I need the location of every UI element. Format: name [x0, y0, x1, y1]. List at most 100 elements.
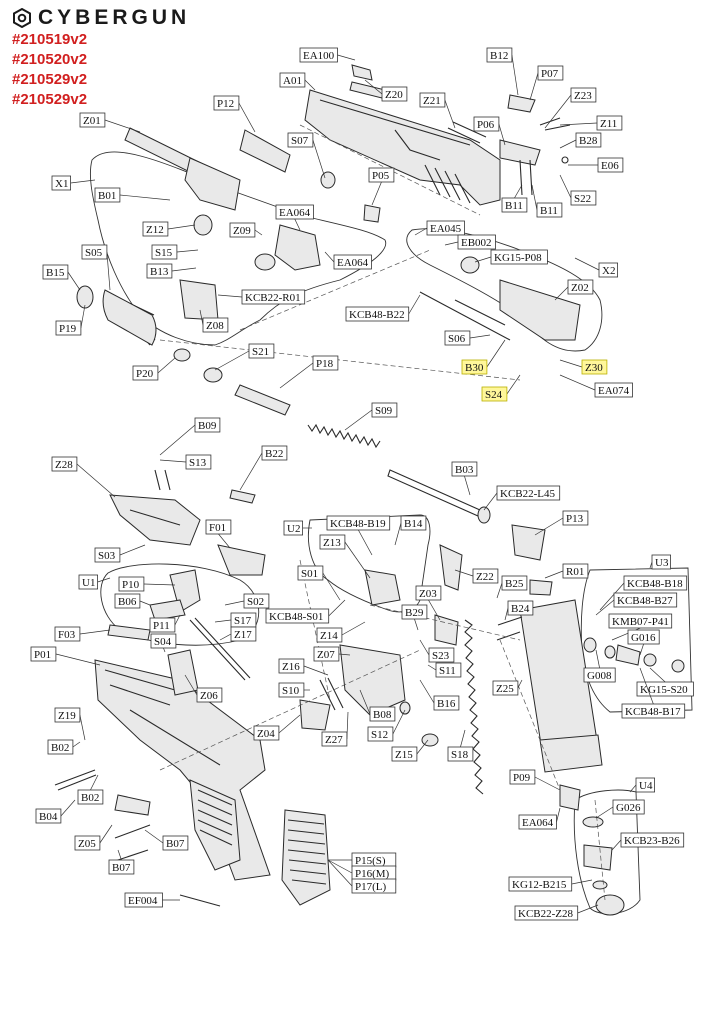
part-code-text: Z20 [385, 89, 403, 101]
leader-line [184, 674, 198, 696]
part-label: B14 [394, 515, 427, 546]
leader-line [496, 582, 503, 599]
leader-line [278, 714, 301, 734]
leader-line [217, 294, 243, 298]
leader-line [359, 689, 371, 715]
leader-line [167, 224, 196, 230]
part-code-text: P16(M) [355, 868, 390, 880]
part-code-text: Z28 [55, 459, 73, 471]
leader-line [79, 629, 111, 635]
part-code-text: S21 [252, 346, 269, 358]
leader-line [341, 621, 366, 636]
part-label: KCB22-R01 [217, 289, 306, 305]
part-code-text: EA100 [303, 50, 335, 62]
part-code-text: Z03 [419, 588, 437, 600]
part-code-text: G016 [631, 632, 656, 644]
part-code-text: Z12 [146, 224, 164, 236]
leader-line [531, 184, 538, 211]
part-code-text: S24 [485, 389, 503, 401]
part-code-text: X1 [55, 178, 68, 190]
part-code-text: Z15 [395, 749, 413, 761]
part-label: Z23 [544, 87, 597, 129]
part-label: KCB48-B27 [595, 592, 678, 616]
leader-line [364, 79, 383, 95]
part-code-text: B01 [98, 190, 116, 202]
leader-line [464, 475, 471, 496]
leader-line [504, 607, 509, 621]
part-label: KG15-S20 [636, 667, 694, 697]
part-code-text: Z16 [282, 661, 300, 673]
part-label: Z03 [415, 585, 442, 621]
part-label: S02 [224, 593, 270, 609]
blowback-unit-part [299, 544, 463, 747]
part-code-text: S12 [371, 729, 388, 741]
part-label: Z28 [51, 456, 116, 498]
assembly-lines [159, 124, 606, 901]
leader-line [119, 544, 146, 556]
part-label: Z17 [219, 626, 257, 642]
part-label: EB002 [444, 234, 496, 250]
part-code-text: KCB22-L45 [500, 488, 556, 500]
part-code-text: S02 [247, 596, 264, 608]
outer-barrel-part [124, 127, 241, 211]
leader-line [254, 229, 263, 236]
part-label: EA064 [275, 204, 314, 231]
part-label: EA045 [414, 220, 465, 236]
leader-line [649, 667, 666, 683]
part-label: Z22 [454, 568, 499, 584]
part-label: B22 [239, 445, 288, 491]
leader-line [214, 619, 232, 623]
leader-line [338, 653, 351, 656]
part-code-text: EB002 [461, 237, 492, 249]
part-code-text: E06 [601, 160, 619, 172]
leader-line [595, 806, 614, 819]
part-label: Z27 [321, 711, 349, 747]
part-label: P01 [30, 646, 101, 666]
part-label: EA064 [324, 251, 372, 270]
part-code-text: KG15-S20 [640, 684, 688, 696]
part-code-text: KCB48-B19 [330, 518, 386, 530]
part-code-text: P12 [217, 98, 234, 110]
part-label: B11 [531, 184, 563, 218]
part-code-text: Z21 [423, 95, 441, 107]
part-label: P05 [368, 167, 395, 206]
leader-line [219, 633, 232, 641]
part-code-text: S10 [282, 685, 300, 697]
part-label: KCB48-B18 [599, 575, 688, 611]
part-code-text: Z08 [206, 320, 224, 332]
part-code-text: S13 [189, 457, 207, 469]
part-code-text: KCB22-R01 [245, 292, 301, 304]
part-code-text: B14 [404, 518, 423, 530]
part-code-text: B24 [511, 603, 530, 615]
hexagon-ring-logo-icon [13, 8, 31, 28]
part-label: B15 [42, 264, 81, 291]
leader-line [556, 807, 561, 823]
sight-parts [499, 94, 571, 196]
part-label: U1 [78, 574, 111, 590]
part-code-text: EA064 [522, 817, 554, 829]
frame-pins-parts [54, 769, 221, 907]
part-label: EA064 [518, 807, 561, 830]
part-label: B07 [144, 829, 189, 851]
part-code-text: P05 [372, 170, 390, 182]
leader-line [414, 618, 419, 631]
part-code-text: Z07 [317, 649, 335, 661]
part-label: KCB23-B26 [611, 832, 685, 851]
leader-line [337, 54, 356, 61]
part-label: Z21 [419, 92, 456, 129]
part-code-text: Z13 [323, 537, 341, 549]
part-label: B02 [77, 774, 104, 805]
part-label: Z14 [316, 621, 366, 643]
part-label: S11 [427, 662, 462, 678]
part-code-text: Z06 [200, 690, 218, 702]
frame-part [94, 659, 271, 881]
leader-line [559, 122, 598, 126]
brand-header: CYBERGUN [12, 6, 190, 30]
part-label: S23 [419, 639, 455, 663]
part-code-text: B12 [490, 50, 508, 62]
leader-line [428, 599, 441, 621]
part-label: KCB22-L45 [483, 485, 561, 511]
leader-line [174, 614, 181, 626]
